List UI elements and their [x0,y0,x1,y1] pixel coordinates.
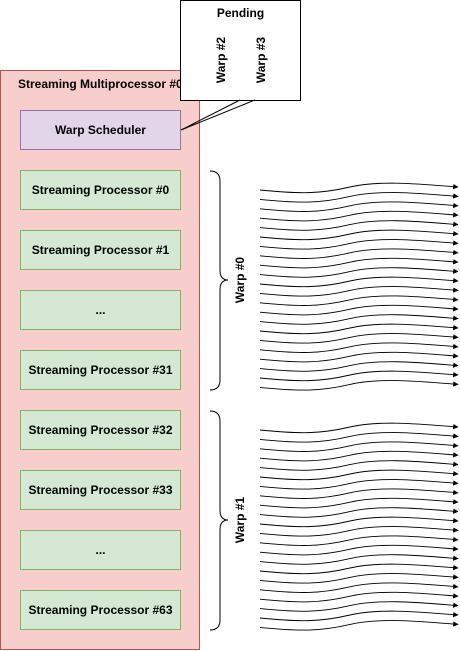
warp-1-thread-arrow [259,469,459,481]
pending-title: Pending [216,6,265,20]
warp-1-thread-arrow [259,422,459,434]
warp-1-thread-arrow [259,479,459,490]
multiprocessor-title: Streaming Multiprocessor #0 [18,77,183,91]
warp-0-thread-arrow [259,210,459,222]
streaming-processor-0: Streaming Processor #0 [20,170,181,210]
warp-1-thread-arrow [259,620,459,631]
warp-1-thread-arrow [259,441,459,452]
pending-callout [180,0,301,101]
warp-1-thread-arrow [259,432,459,443]
warp-1-thread-arrow [259,535,459,546]
warp-0-brace [209,170,229,391]
warp-1-thread-arrow [259,507,459,518]
warp-0-thread-arrow [259,248,459,259]
warp-1-thread-arrow [259,488,459,499]
streaming-processor-33: Streaming Processor #33 [20,470,181,510]
warp-1-thread-arrow [259,573,459,584]
warp-0-thread-arrow [259,192,459,203]
streaming-processor-63: Streaming Processor #63 [20,590,181,630]
warp-0-thread-arrow [259,267,459,278]
warp-0-thread-arrows [259,182,459,391]
warp-1-thread-arrow [259,526,459,537]
warp-0-thread-arrow [259,314,459,325]
warp-0-thread-arrow [259,370,459,382]
warp-0-thread-arrow [259,220,459,231]
warp-0-thread-arrow [259,239,459,250]
warp-0-thread-arrow [259,361,459,372]
warp-0-thread-arrow [259,257,459,269]
warp-0-thread-arrow [259,380,459,391]
warp-1-thread-arrow [259,591,459,603]
warp-0-thread-arrow [259,333,459,344]
warp-1-thread-arrow [259,601,459,612]
warp-scheduler: Warp Scheduler [20,110,181,150]
streaming-processor-1: Streaming Processor #1 [20,230,181,270]
processor-ellipsis-2: ... [20,530,181,570]
warp-0-thread-arrow [259,201,459,212]
warp-1-thread-arrow [259,516,459,528]
warp-0-thread-arrow [259,286,459,297]
warp-0-thread-arrow [259,229,459,241]
warp-0-thread-arrow [259,351,459,363]
warp-0-thread-arrow [259,342,459,353]
warp-1-thread-arrows [259,422,459,631]
processor-ellipsis-1: ... [20,290,181,330]
warp-1-thread-arrow [259,610,459,622]
warp-0-thread-arrow [259,276,459,288]
warp-1-thread-arrow [259,554,459,565]
warp-0-thread-arrow [259,295,459,306]
warp-1-thread-arrow [259,582,459,593]
warp-1-thread-arrow [259,563,459,575]
warp-0-thread-arrow [259,304,459,316]
warp-1-thread-arrow [259,544,459,556]
streaming-processor-31: Streaming Processor #31 [20,350,181,390]
warp-1-thread-arrow [259,497,459,509]
warp-1-brace [209,410,229,631]
warp-1-thread-arrow [259,450,459,462]
warp-0-thread-arrow [259,323,459,335]
streaming-processor-32: Streaming Processor #32 [20,410,181,450]
callout-pointer [180,99,256,131]
warp-0-thread-arrow [259,182,459,194]
warp-1-thread-arrow [259,460,459,471]
